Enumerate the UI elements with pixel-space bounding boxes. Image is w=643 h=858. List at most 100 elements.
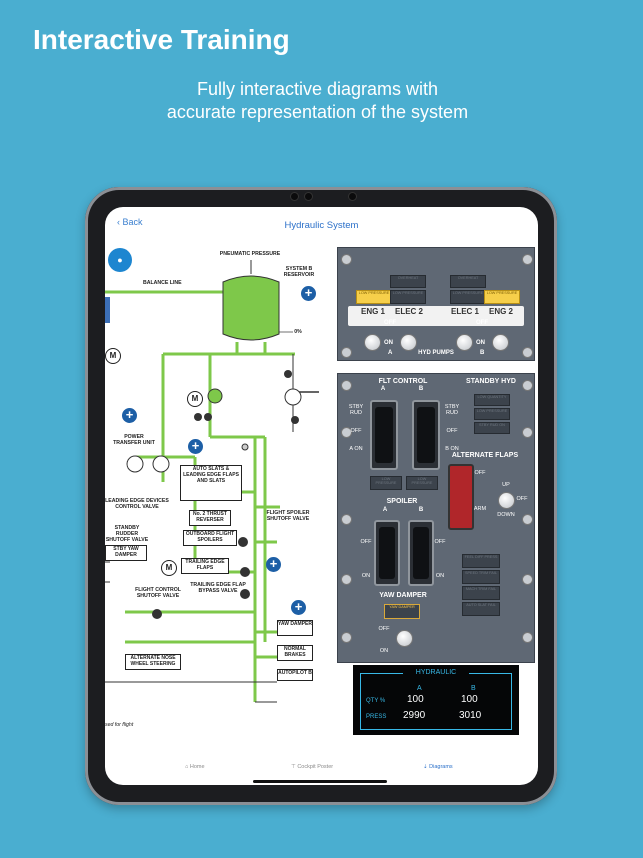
press-a-value: 2990 xyxy=(403,710,426,721)
spoiler-a-switch[interactable] xyxy=(374,520,400,586)
hyd-pumps-title: HYD PUMPS xyxy=(418,350,454,356)
expand-plus-icon[interactable]: + xyxy=(291,600,306,615)
yaw-damper-light: YAW DAMPER xyxy=(384,604,420,619)
poster-icon: ⊤ xyxy=(291,764,296,770)
promo-headline: Interactive Training xyxy=(33,24,290,55)
expand-plus-icon[interactable]: + xyxy=(188,439,203,454)
elec1-label: ELEC 1 xyxy=(450,307,479,316)
autopilot-b-box[interactable]: AUTOPILOT B xyxy=(277,669,313,681)
tab-home[interactable]: ⌂ Home xyxy=(185,764,205,770)
system-a-label: A xyxy=(388,350,393,356)
promo-subline: Fully interactive diagrams with accurate… xyxy=(0,78,635,124)
press-b-value: 3010 xyxy=(459,710,482,721)
screw-icon xyxy=(341,574,352,585)
spoiler-b-switch[interactable] xyxy=(408,520,434,586)
home-indicator[interactable] xyxy=(253,780,387,783)
expand-plus-icon[interactable]: + xyxy=(266,557,281,572)
thrust-reverser-box[interactable]: No. 2 THRUST REVERSER xyxy=(189,510,231,526)
used-for-flight-note: sed for flight xyxy=(105,722,134,728)
spoiler-title: SPOILER xyxy=(386,498,418,505)
leading-edge-devices-valve-label: LEADING EDGE DEVICES CONTROL VALVE xyxy=(105,498,169,511)
screw-icon xyxy=(522,347,533,358)
hydraulic-diagram: ● PNEUMATIC PRESSURE SYSTEM B RESERVOIR … xyxy=(105,242,335,737)
spoiler-a-label: A xyxy=(382,507,388,513)
stby-rud-label: STBY RUD xyxy=(348,404,364,416)
tab-cockpit-poster[interactable]: ⊤ Cockpit Poster xyxy=(291,764,333,770)
flt-control-b-switch[interactable] xyxy=(412,400,440,470)
down-label: DOWN xyxy=(497,512,515,518)
a-on-label: A ON xyxy=(349,446,363,452)
screw-icon xyxy=(522,254,533,265)
screw-icon xyxy=(522,514,533,525)
alternate-flaps-switch[interactable] xyxy=(498,492,515,509)
eng2-label: ENG 2 xyxy=(488,307,513,316)
tab-diagrams-label: Diagrams xyxy=(429,764,453,770)
stby-rud-on-light: STBY RUD ON xyxy=(474,422,510,434)
screw-icon xyxy=(341,254,352,265)
tab-home-label: Home xyxy=(189,764,205,770)
eng1-pump-switch[interactable] xyxy=(364,334,381,351)
sensor-dot xyxy=(348,192,357,201)
elec2-label: ELEC 2 xyxy=(394,307,423,316)
flt-control-title: FLT CONTROL xyxy=(378,378,428,385)
elec1-pump-switch[interactable] xyxy=(456,334,473,351)
elec2-pump-switch[interactable] xyxy=(400,334,417,351)
flt-control-panel: FLT CONTROL A B STANDBY HYD STBY RUD STB… xyxy=(337,373,535,663)
spoiler-b-label: B xyxy=(418,507,424,513)
normal-brakes-box[interactable]: NORMAL BRAKES xyxy=(277,645,313,661)
auto-slats-box[interactable]: AUTO SLATS & LEADING EDGE FLAPS AND SLAT… xyxy=(180,465,242,501)
low-pressure-light: LOW PRESSURE xyxy=(406,476,438,490)
flight-control-shutoff-valve-label: FLIGHT CONTROL SHUTOFF VALVE xyxy=(135,587,181,600)
eng2-pump-switch[interactable] xyxy=(492,334,509,351)
off-label: OFF xyxy=(360,539,372,545)
off-label: OFF xyxy=(474,470,486,476)
motor-icon: M xyxy=(161,560,177,576)
qty-a-value: 100 xyxy=(407,694,424,705)
screw-icon xyxy=(522,380,533,391)
stby-yaw-damper-box[interactable]: STBY YAW DAMPER xyxy=(105,545,147,561)
flt-control-a-label: A xyxy=(380,386,386,392)
screw-icon xyxy=(341,632,352,643)
low-pressure-light: LOW PRESSURE xyxy=(474,408,510,420)
yaw-damper-switch[interactable] xyxy=(396,630,413,647)
expand-plus-icon[interactable]: + xyxy=(301,286,316,301)
hydraulic-display: HYDRAULIC A B QTY % PRESS 100 100 2990 3… xyxy=(353,665,519,735)
flt-control-b-label: B xyxy=(418,386,424,392)
diagram-menu-icon[interactable]: ● xyxy=(108,248,132,272)
up-label: UP xyxy=(502,482,510,488)
arm-label: ARM xyxy=(473,506,487,512)
flt-control-a-switch[interactable] xyxy=(370,400,398,470)
camera-icon xyxy=(304,192,313,201)
stby-rud-label: STBY RUD xyxy=(444,404,460,416)
off-label: OFF xyxy=(434,539,446,545)
off-label: OFF xyxy=(350,428,362,434)
yaw-damper-box[interactable]: YAW DAMPER xyxy=(277,620,313,636)
tab-diagrams[interactable]: ⇣ Diagrams xyxy=(423,764,453,770)
alternate-nose-wheel-steering-box[interactable]: ALTERNATE NOSE WHEEL STEERING xyxy=(125,654,181,670)
low-quantity-light: LOW QUANTITY xyxy=(474,394,510,406)
low-pressure-light: LOW PRESSURE xyxy=(370,476,402,490)
mach-trim-fail-light: MACH TRIM FAIL xyxy=(462,586,500,600)
yaw-damper-title: YAW DAMPER xyxy=(379,592,427,599)
expand-plus-icon[interactable]: + xyxy=(122,408,137,423)
motor-icon: M xyxy=(105,348,121,364)
screw-icon xyxy=(341,427,352,438)
off-label: OFF xyxy=(384,320,396,326)
trailing-edge-flaps-box[interactable]: TRAILING EDGE FLAPS xyxy=(181,558,229,574)
screw-icon xyxy=(522,632,533,643)
diagrams-icon: ⇣ xyxy=(423,764,428,770)
hydraulic-col-b: B xyxy=(471,685,476,692)
alternate-flaps-guard[interactable] xyxy=(448,464,474,530)
feel-diff-press-light: FEEL DIFF PRESS xyxy=(462,554,500,568)
back-button[interactable]: ‹ Back xyxy=(117,217,143,227)
home-icon: ⌂ xyxy=(185,764,189,770)
auto-slat-fail-light: AUTO SLAT FAIL xyxy=(462,602,500,616)
alternate-flaps-title: ALTERNATE FLAPS xyxy=(451,452,519,459)
screw-icon xyxy=(341,514,352,525)
outboard-flight-spoilers-box[interactable]: OUTBOARD FLIGHT SPOILERS xyxy=(183,530,237,546)
on-label: ON xyxy=(476,340,485,346)
standby-rudder-shutoff-valve-label: STANDBY RUDDER SHUTOFF VALVE xyxy=(105,525,149,544)
screw-icon xyxy=(522,574,533,585)
low-pressure-light: LOW PRESSURE xyxy=(450,290,486,304)
diagram-edge-tab[interactable] xyxy=(105,297,110,323)
